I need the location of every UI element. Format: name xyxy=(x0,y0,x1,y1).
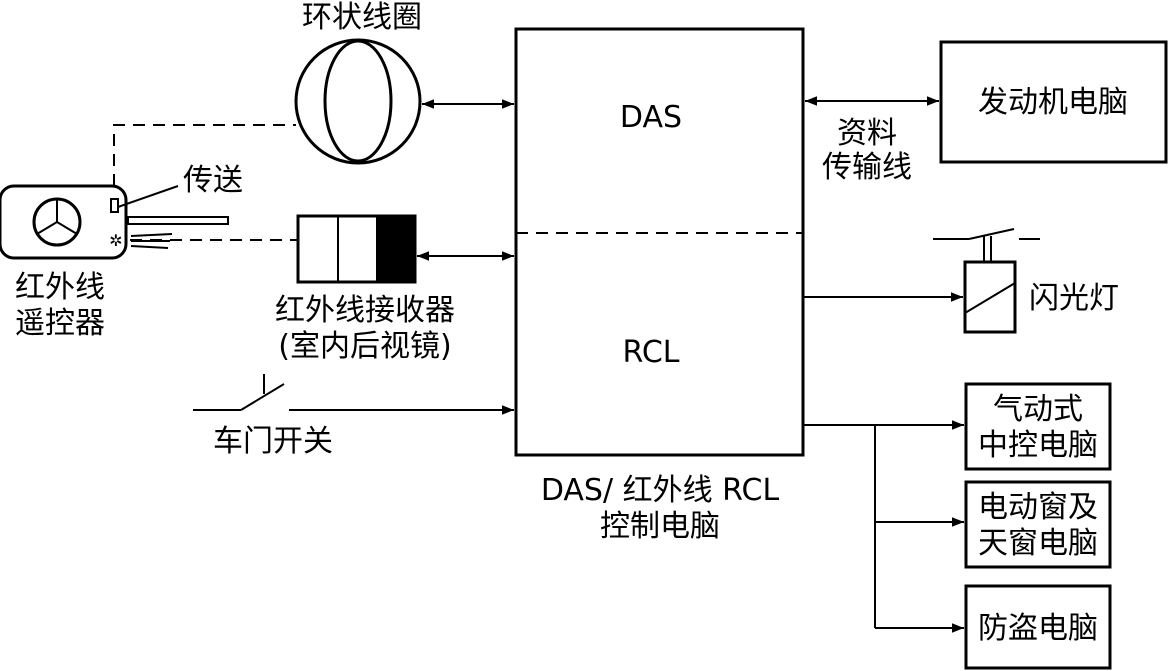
pneumatic-label-line2: 中控电脑 xyxy=(978,428,1098,463)
loop-coil-label: 环状线圈 xyxy=(302,0,422,35)
das-section-label: DAS xyxy=(620,100,682,135)
pneumatic-label-line1: 气动式 xyxy=(993,392,1083,427)
window-label-line1: 电动窗及 xyxy=(978,490,1098,525)
control-computer: DAS RCL DAS/ 红外线 RCL 控制电脑 xyxy=(514,27,805,544)
ir-remote: ✲ 红外线 遥控器 xyxy=(0,184,229,341)
ir-emitter-icon: ✲ xyxy=(109,231,122,250)
loop-coil: 环状线圈 xyxy=(294,0,422,165)
antitheft-label: 防盗电脑 xyxy=(978,611,1098,646)
transmit-label: 传送 xyxy=(183,163,243,198)
transmit-leader xyxy=(117,185,179,208)
star-logo-icon xyxy=(32,197,82,247)
data-line-label-line2: 传输线 xyxy=(822,150,912,185)
ir-receiver-label-line2: (室内后视镜) xyxy=(278,329,451,364)
control-caption-line1: DAS/ 红外线 RCL xyxy=(541,473,780,508)
pneumatic-central-lock-computer: 气动式 中控电脑 xyxy=(964,382,1112,471)
window-sunroof-computer: 电动窗及 天窗电脑 xyxy=(964,480,1112,569)
ir-receiver: 红外线接收器 (室内后视镜) xyxy=(275,214,455,364)
door-switch-label: 车门开关 xyxy=(213,424,333,459)
ir-receiver-label-line1: 红外线接收器 xyxy=(275,293,455,328)
flash-lamp-relay: 闪光灯 xyxy=(933,228,1119,334)
window-label-line2: 天窗电脑 xyxy=(978,526,1098,561)
engine-computer: 发动机电脑 xyxy=(939,40,1168,164)
door-switch: 车门开关 xyxy=(193,374,514,459)
rcl-section-label: RCL xyxy=(622,335,679,370)
remote-label-line2: 遥控器 xyxy=(15,306,105,341)
flash-lamp-label: 闪光灯 xyxy=(1029,281,1119,316)
engine-computer-label: 发动机电脑 xyxy=(978,85,1128,120)
data-line-label-line1: 资料 xyxy=(837,116,897,151)
antitheft-computer: 防盗电脑 xyxy=(964,584,1112,670)
remote-label-line1: 红外线 xyxy=(15,270,105,305)
output-bus xyxy=(803,420,964,633)
remote-to-coil-link xyxy=(113,124,296,186)
control-caption-line2: 控制电脑 xyxy=(600,509,720,544)
